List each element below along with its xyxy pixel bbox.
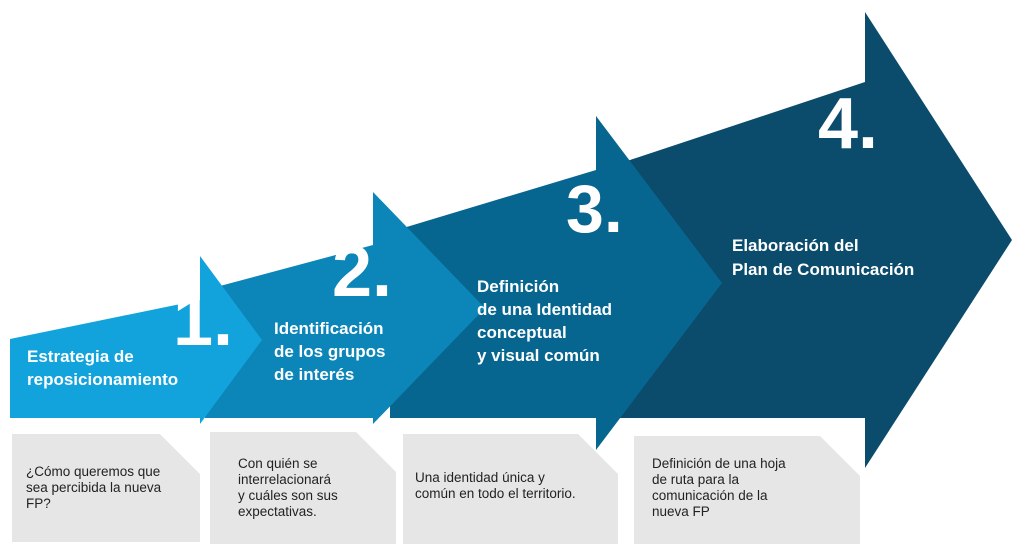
step-3-description-card: Una identidad única y común en todo el t… <box>403 434 618 544</box>
step-3-title-line: y visual común <box>477 346 600 365</box>
step-1-description: ¿Cómo queremos que sea percibida la nuev… <box>26 464 162 511</box>
step-3-title-line: conceptual <box>477 323 567 342</box>
step-4-title: Elaboración del Plan de Comunicación <box>732 236 914 279</box>
step-4-title-line: Plan de Comunicación <box>732 260 914 279</box>
step-3-title-line: de una Identidad <box>477 300 612 319</box>
step-1-arrow <box>10 256 262 424</box>
step-1-title-line: reposicionamiento <box>27 370 178 389</box>
step-3-title-line: Definición <box>477 277 559 296</box>
step-3-description: Una identidad única y común en todo el t… <box>415 470 576 501</box>
step-4-title-line: Elaboración del <box>732 236 859 255</box>
step-3-number: 3. <box>566 171 623 247</box>
step-2-title-line: de interés <box>274 365 354 384</box>
step-4-arrow <box>615 12 1012 468</box>
step-4-description: Definición de una hoja de ruta para la c… <box>652 456 786 519</box>
step-2-number: 2. <box>332 232 392 312</box>
step-2-description: Con quién se interrelacionará y cuáles s… <box>238 456 338 519</box>
step-1-title: Estrategia de reposicionamiento <box>27 347 178 389</box>
step-3-arrow <box>390 116 722 450</box>
step-2-description-card: Con quién se interrelacionará y cuáles s… <box>210 432 396 544</box>
step-4-number: 4. <box>818 84 878 164</box>
step-3-title: Definición de una Identidad conceptual y… <box>477 277 617 365</box>
step-2-arrow <box>205 192 485 424</box>
step-2-title: Identificación de los grupos de interés <box>274 319 390 384</box>
step-4-description-card: Definición de una hoja de ruta para la c… <box>634 436 860 544</box>
step-1-number: 1. <box>173 281 233 361</box>
step-1-description-card: ¿Cómo queremos que sea percibida la nuev… <box>12 434 200 542</box>
step-2-title-line: de los grupos <box>274 342 385 361</box>
step-2-title-line: Identificación <box>274 319 384 338</box>
step-1-title-line: Estrategia de <box>27 347 134 366</box>
